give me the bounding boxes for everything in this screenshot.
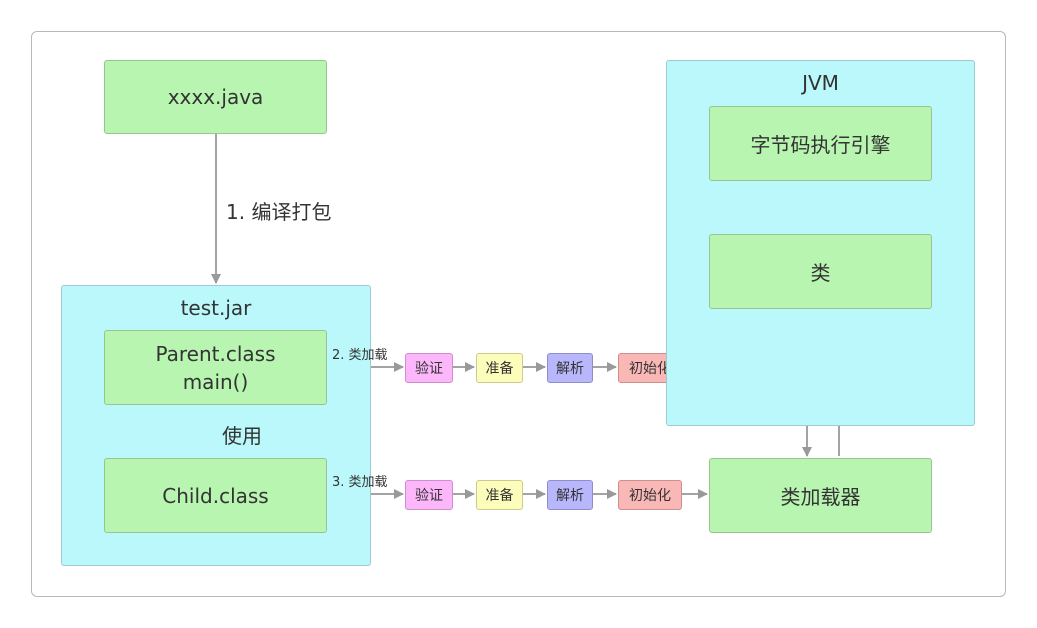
load3-label: 3. 类加载: [332, 475, 388, 490]
execution-engine-label: 字节码执行引擎: [750, 133, 891, 157]
child-class-node: Child.class: [104, 458, 327, 533]
execution-engine-node: 字节码执行引擎: [709, 106, 932, 181]
row2-verify-step: 验证: [405, 480, 453, 510]
class-loader-node: 类加载器: [709, 458, 932, 533]
row2-init-step: 初始化: [618, 480, 682, 510]
compile-label: 1. 编译打包: [226, 200, 332, 224]
parent-class-node: Parent.class main(): [104, 330, 327, 405]
row1-prepare-step: 准备: [476, 353, 523, 383]
source-file-node: xxxx.java: [104, 60, 327, 134]
jvm-title: JVM: [802, 71, 839, 95]
diagram-frame: [31, 31, 1006, 597]
class-loader-label: 类加载器: [780, 485, 861, 509]
row1-verify-step: 验证: [405, 353, 453, 383]
class-node-label: 类: [810, 261, 831, 285]
parent-class-label: Parent.class: [155, 341, 276, 366]
row2-resolve-step: 解析: [547, 480, 593, 510]
jar-title: test.jar: [180, 296, 252, 320]
row2-prepare-step: 准备: [476, 480, 523, 510]
class-node: 类: [709, 234, 932, 309]
child-class-label: Child.class: [162, 483, 269, 508]
use-label: 使用: [222, 424, 262, 448]
load2-label: 2. 类加载: [332, 348, 388, 363]
row1-resolve-step: 解析: [547, 353, 593, 383]
main-method-label: main(): [182, 369, 249, 394]
source-file-label: xxxx.java: [167, 85, 264, 109]
